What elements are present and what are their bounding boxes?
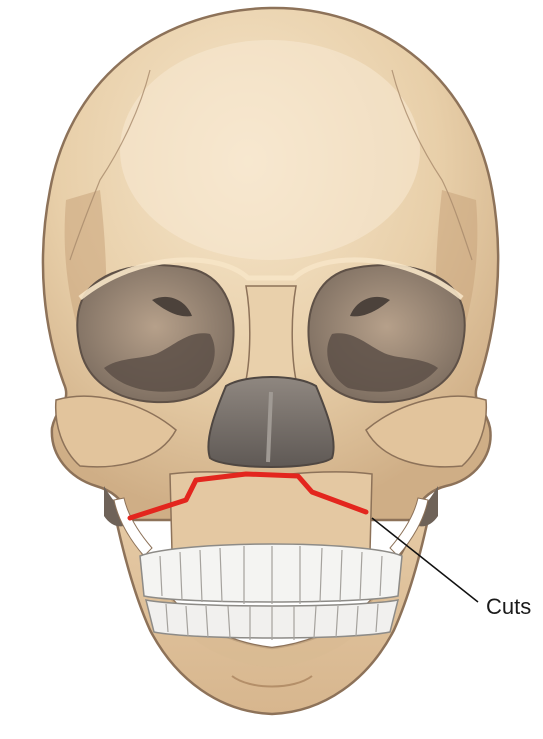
forehead-highlight <box>120 40 420 260</box>
upper-teeth <box>140 544 402 604</box>
callout-label-cuts: Cuts <box>486 594 531 620</box>
nasal-bone <box>246 286 296 380</box>
lower-teeth <box>146 600 398 640</box>
